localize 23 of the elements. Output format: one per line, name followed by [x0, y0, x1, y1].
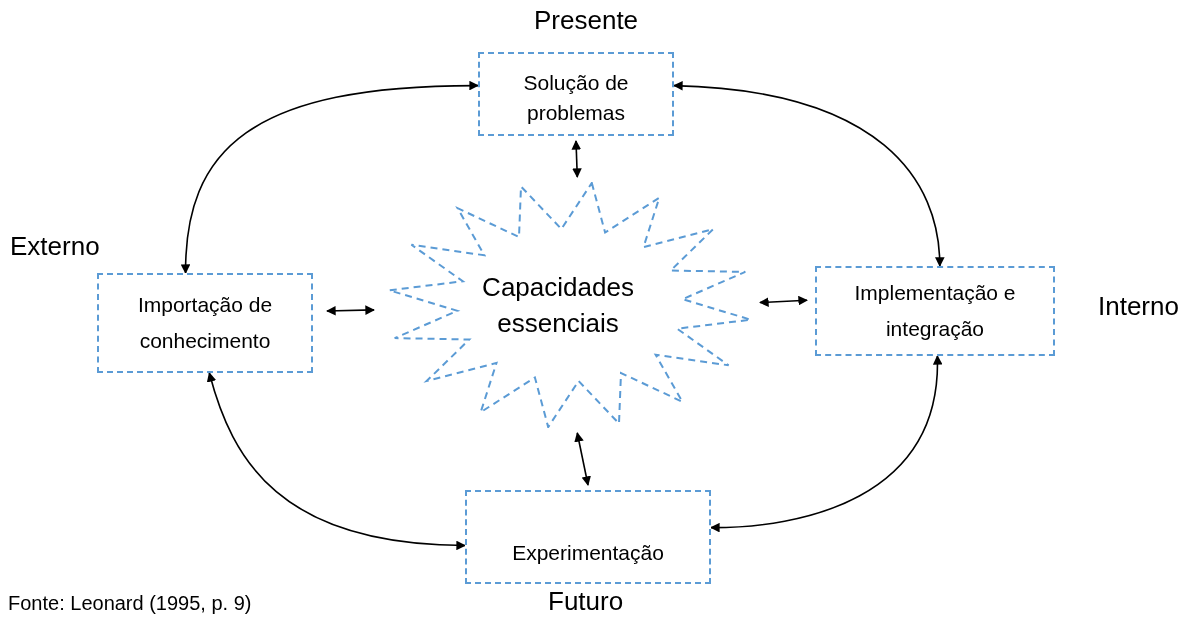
- process-box: [478, 52, 674, 136]
- node-label: Implementação e integração: [853, 280, 1017, 342]
- process-box: [465, 490, 711, 584]
- double-arrow: [207, 372, 466, 550]
- node-label: Experimentação: [512, 540, 664, 566]
- process-box: [815, 266, 1055, 356]
- double-arrow: [673, 81, 945, 267]
- starburst-shape: [388, 182, 752, 428]
- double-arrow: [181, 81, 479, 274]
- direction-label: Futuro: [548, 585, 624, 617]
- node-label: Importação de conhecimento: [136, 292, 274, 354]
- double-arrow: [759, 295, 808, 307]
- direction-label: Interno: [1098, 290, 1179, 322]
- node-label: Capacidades essenciais: [481, 271, 635, 340]
- double-arrow: [571, 140, 582, 178]
- node-label: Solução de problemas: [522, 70, 630, 126]
- double-arrow: [574, 432, 591, 486]
- double-arrow: [710, 355, 942, 533]
- double-arrow: [326, 305, 375, 316]
- direction-label: Externo: [10, 230, 100, 262]
- process-box: [97, 273, 313, 373]
- source-caption: Fonte: Leonard (1995, p. 9): [8, 591, 252, 616]
- direction-label: Presente: [534, 4, 639, 36]
